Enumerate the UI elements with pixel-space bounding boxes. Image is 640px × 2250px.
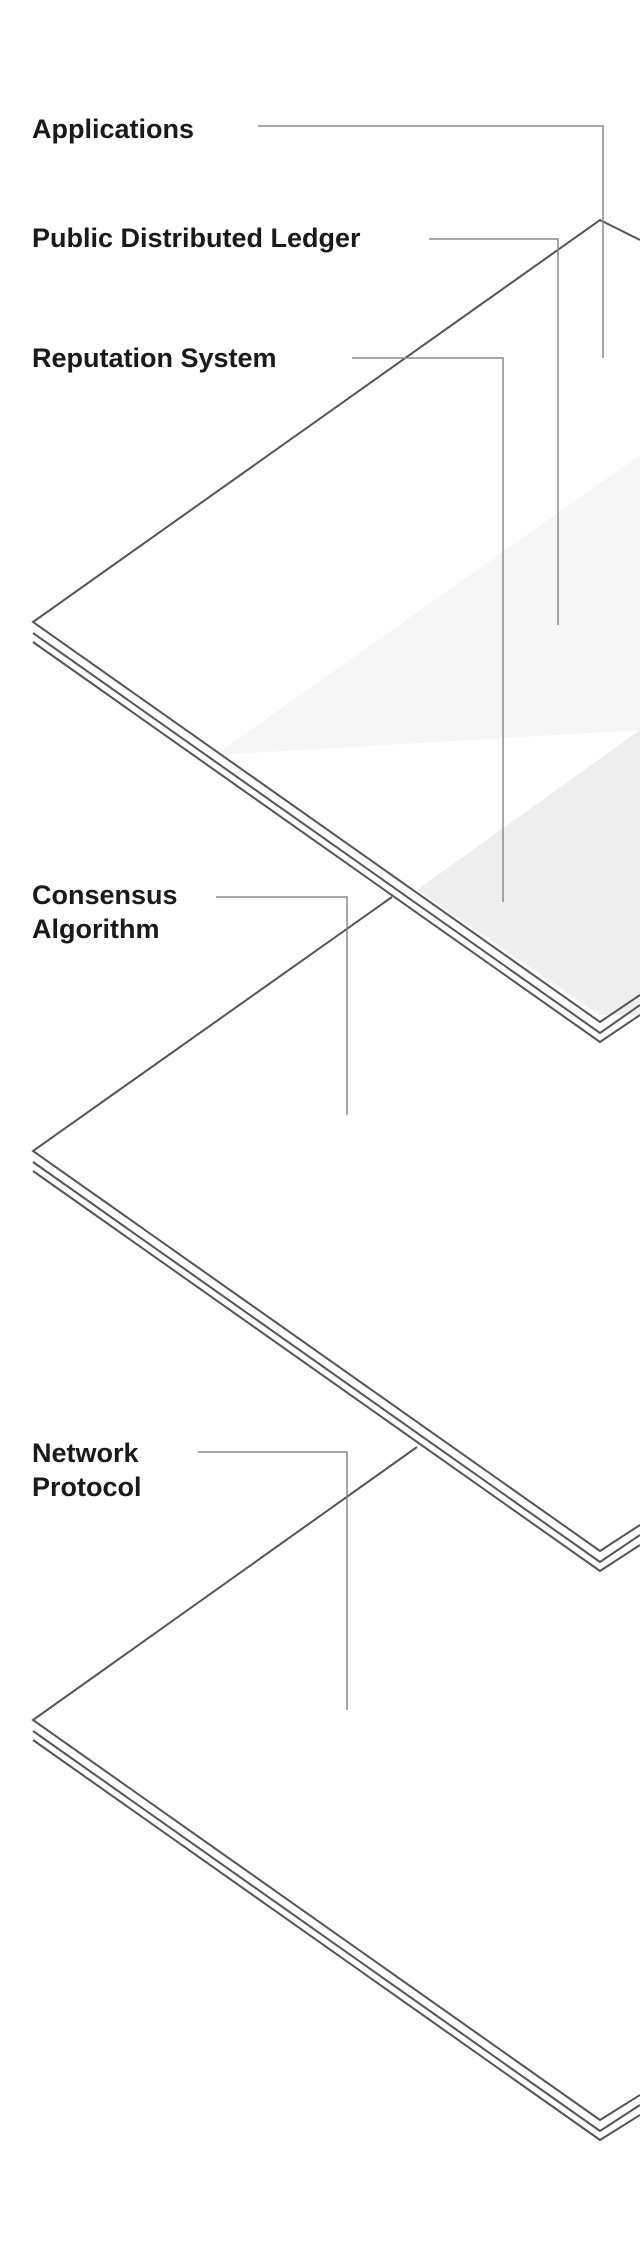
bottom-plate-group [31,1446,640,2142]
label-network-line-2: Protocol [32,1472,142,1502]
label-reputation-line-1: Reputation System [32,343,277,373]
leader-line-reputation [352,357,504,902]
top-plate-shade-mid [410,730,640,1015]
top-plate-outline [31,218,640,1024]
label-network-line-1: Network [32,1438,139,1468]
middle-plate-edge-3 [32,1170,640,1573]
bottom-plate-outline [31,1446,640,2122]
label-applications: Applications [32,112,194,146]
middle-plate-outline [31,896,640,1553]
middle-plate-edge-2 [32,1161,640,1564]
label-reputation-system: Reputation System [32,341,277,375]
bottom-plate-edge-2 [32,1730,640,2133]
label-consensus-line-2: Algorithm [32,914,160,944]
leader-line-consensus [216,896,348,1115]
label-consensus-line-1: Consensus [32,880,178,910]
leader-line-ledger [429,238,559,625]
label-ledger-line-1: Public Distributed Ledger [32,223,361,253]
bottom-plate-edge-3 [32,1739,640,2142]
top-plate-shade-light [215,455,640,755]
label-applications-line-1: Applications [32,114,195,144]
middle-plate-group [31,896,640,1573]
label-public-distributed-ledger: Public Distributed Ledger [32,221,361,255]
top-plate-edge-3 [32,641,640,1044]
top-plate-edge-2 [32,632,640,1035]
label-network-protocol: Network Protocol [32,1436,142,1504]
top-plate-group [31,218,640,1044]
label-consensus-algorithm: Consensus Algorithm [32,878,178,946]
leader-line-applications [258,125,604,358]
leader-line-network [198,1451,348,1710]
